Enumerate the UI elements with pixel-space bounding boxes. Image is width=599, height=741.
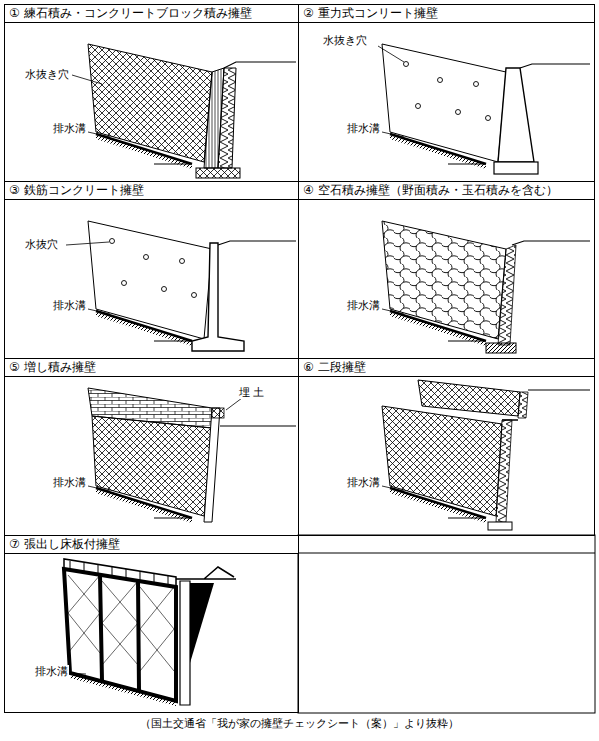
wall-panel: ① 練石積み・コンクリートブロック積み擁壁 [4,4,299,182]
panel-heading: ⑥ 二段擁壁 [299,359,594,377]
part-label: 埋 土 [238,386,266,399]
part-label: 排水溝 [346,476,381,489]
wall-panel: ⑥ 二段擁壁 [298,358,595,536]
wall-panel: ③ 鉄筋コンクリート擁壁 [4,181,299,359]
panel-heading: ⑦ 張出し床板付擁壁 [5,536,298,554]
part-label: 水抜き穴 [322,34,368,47]
wall-panel: ② 重力式コンリート擁壁 [298,4,595,182]
part-label: 水抜き穴 [24,68,70,81]
panel-heading: ⑤ 増し積み擁壁 [5,359,298,377]
wall-panel: ⑦ 張出し床板付擁壁 [4,535,299,713]
panel-heading: ① 練石積み・コンクリートブロック積み擁壁 [5,5,298,23]
part-label: 排水溝 [52,122,87,135]
part-label: 排水溝 [52,476,87,489]
panel-heading: ② 重力式コンリート擁壁 [299,5,594,23]
part-label: 水抜穴 [24,238,59,251]
caption: （国土交通省「我が家の擁壁チェックシート（案）」より抜粋） [0,717,599,731]
part-label: 排水溝 [346,122,381,135]
panel-heading: ④ 空石積み擁壁（野面積み・玉石積みを含む） [299,182,594,200]
panel-heading: ③ 鉄筋コンクリート擁壁 [5,182,298,200]
wall-panel: ⑤ 増し積み擁壁 [4,358,299,536]
part-label: 排水溝 [346,299,381,312]
part-label: 排水溝 [34,665,69,678]
part-label: 排水溝 [52,299,87,312]
wall-panel: ④ 空石積み擁壁（野面積み・玉石積みを含む） [298,181,595,359]
